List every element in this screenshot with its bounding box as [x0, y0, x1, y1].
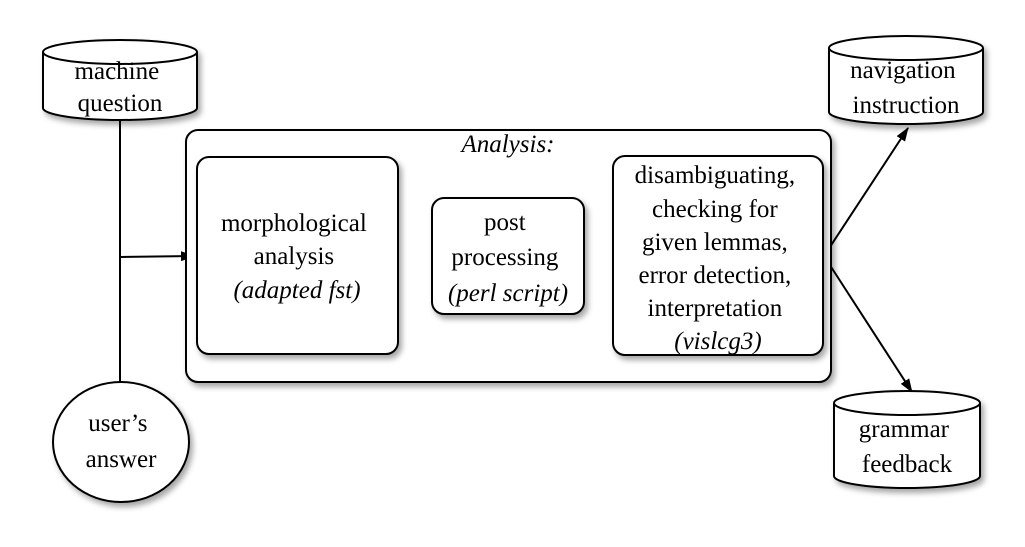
disamb-line-2: checking for: [652, 196, 778, 223]
morph-note: adapted fst: [242, 277, 353, 304]
grammar-line-2: feedback: [862, 451, 953, 478]
svg-text:user’s answer: user’s answer: [86, 410, 157, 473]
navigation-line-2: instruction: [853, 92, 960, 119]
machine-question-line-2: question: [78, 90, 163, 117]
post-line-1: post: [484, 209, 526, 236]
users-answer-line-1: user’s: [88, 410, 147, 437]
disamb-line-3: given lemmas,: [642, 229, 788, 256]
connector-input-to-morph: [119, 251, 195, 262]
grammar-line-1: grammar: [859, 416, 950, 443]
navigation-line-1: navigation: [850, 57, 956, 84]
morphological-analysis-box: morphological analysis (adapted fst): [196, 156, 399, 355]
connectors: [119, 120, 913, 393]
post-processing-box: post processing (perl script): [431, 197, 585, 315]
post-note: perl script: [454, 280, 561, 307]
users-answer-line-2: answer: [86, 446, 157, 473]
machine-question-cylinder: [42, 39, 198, 121]
disamb-line-1: disambiguating,: [635, 162, 795, 189]
post-line-2: processing: [451, 244, 558, 271]
machine-question-line-1: machine: [75, 58, 160, 85]
svg-text:morphological analysis: morphological analysis (adapted fst): [221, 210, 373, 304]
morph-line-2: analysis: [254, 243, 335, 270]
disamb-line-5: interpretation: [648, 295, 783, 322]
disamb-note: vislcg3: [683, 328, 754, 355]
svg-text:post processing (p: post processing (perl script): [448, 209, 568, 307]
svg-text:navigation instruction: navigation instruction: [850, 57, 962, 119]
disambiguation-box: disambiguating, checking for given lemma…: [612, 155, 824, 356]
disamb-line-4: error detection,: [639, 262, 792, 289]
navigation-instruction-cylinder: [828, 35, 984, 125]
connector-to-navigation: [823, 127, 909, 257]
svg-text:grammar feedback: grammar feedback: [859, 416, 955, 478]
svg-text:machine question: machine question: [75, 58, 166, 117]
connector-to-grammar: [823, 255, 913, 393]
grammar-feedback-cylinder: [833, 390, 981, 489]
analysis-title: Analysis:: [459, 131, 554, 158]
users-answer-ellipse: user’s answer: [52, 381, 190, 503]
svg-text:disambiguating, checking: disambiguating, checking for given lemma…: [635, 162, 802, 355]
morph-line-1: morphological: [221, 210, 367, 237]
